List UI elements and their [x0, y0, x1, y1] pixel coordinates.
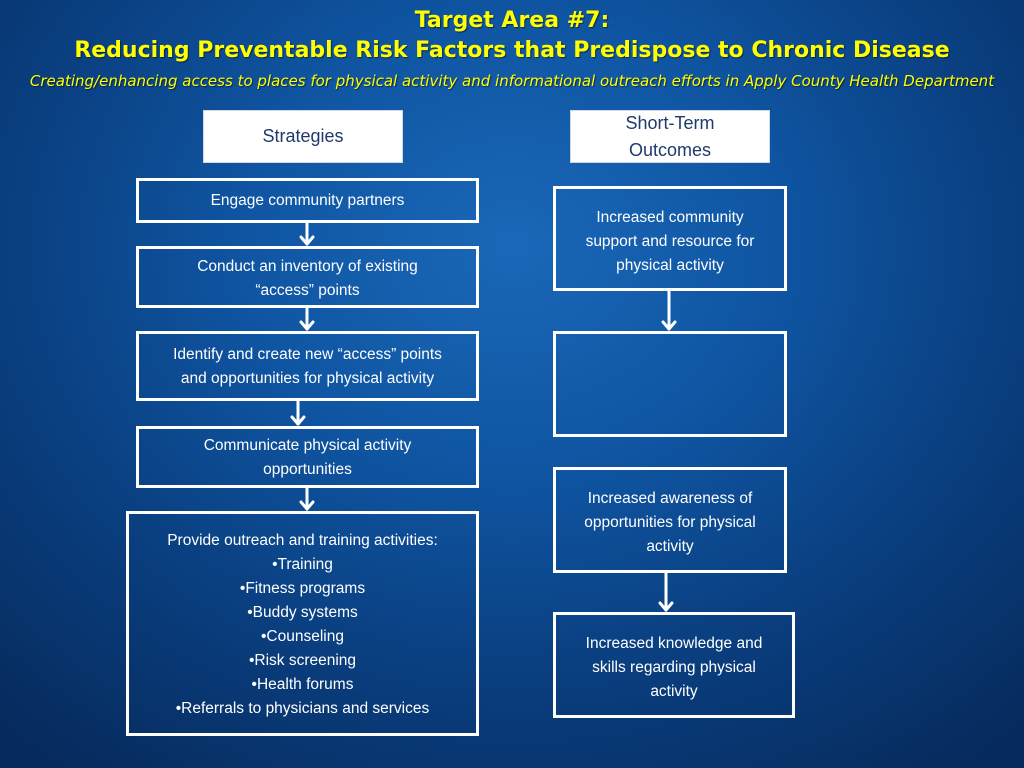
outcome-awareness: Increased awareness of opportunities for…	[553, 467, 787, 573]
outcome-4-line2: skills regarding physical	[592, 659, 756, 676]
outcome-4-line3: activity	[650, 683, 698, 700]
strategy-5-item: •Referrals to physicians and services	[175, 700, 430, 717]
arrow-down-icon	[299, 221, 315, 246]
strategy-4-line2: opportunities	[263, 461, 352, 478]
strategy-3-line2: and opportunities for physical activity	[180, 370, 435, 387]
outcomes-header-line1: Short-Term	[625, 113, 715, 134]
outcome-3-line2: opportunities for physical	[584, 514, 756, 531]
outcome-1-line1: Increased community	[596, 209, 744, 226]
slide-heading: Reducing Preventable Risk Factors that P…	[74, 38, 950, 63]
outcomes-header-line2: Outcomes	[628, 139, 712, 160]
strategy-4-line1: Communicate physical activity	[203, 437, 412, 454]
strategy-5-item: •Buddy systems	[247, 604, 358, 621]
strategy-5-heading: Provide outreach and training activities…	[167, 532, 438, 549]
strategy-2-line2: “access” points	[255, 282, 360, 299]
strategy-5-item: •Fitness programs	[239, 580, 366, 597]
arrow-down-icon	[290, 399, 306, 426]
strategy-outreach-training: Provide outreach and training activities…	[126, 511, 479, 736]
slide-subtitle: Creating/enhancing access to places for …	[29, 72, 995, 90]
slide-title: Target Area #7:	[414, 8, 610, 33]
strategy-3-line1: Identify and create new “access” points	[173, 346, 442, 363]
strategy-1-text: Engage community partners	[210, 192, 405, 209]
strategy-communicate: Communicate physical activity opportunit…	[136, 426, 479, 488]
arrow-down-icon	[658, 571, 674, 612]
outcome-empty-box	[553, 331, 787, 437]
strategy-inventory: Conduct an inventory of existing “access…	[136, 246, 479, 308]
strategy-5-item: •Health forums	[251, 676, 354, 693]
arrow-down-icon	[299, 486, 315, 511]
strategy-engage-partners: Engage community partners	[136, 178, 479, 223]
strategy-identify-create: Identify and create new “access” points …	[136, 331, 479, 401]
outcome-4-line1: Increased knowledge and	[585, 635, 763, 652]
outcome-1-line3: physical activity	[616, 257, 724, 274]
outcome-3-line3: activity	[646, 538, 694, 555]
strategy-5-item: •Training	[272, 556, 333, 573]
outcome-1-line2: support and resource for	[585, 233, 755, 250]
strategies-header-label: Strategies	[262, 126, 344, 147]
strategy-2-line1: Conduct an inventory of existing	[197, 258, 418, 275]
outcome-3-line1: Increased awareness of	[587, 490, 753, 507]
strategy-5-item: •Counseling	[261, 628, 344, 645]
arrow-down-icon	[299, 306, 315, 331]
strategy-5-item: •Risk screening	[248, 652, 357, 669]
strategies-header: Strategies	[203, 110, 403, 163]
outcome-community-support: Increased community support and resource…	[553, 186, 787, 291]
outcomes-header: Short-Term Outcomes	[570, 110, 770, 163]
arrow-down-icon	[661, 289, 677, 331]
outcome-knowledge-skills: Increased knowledge and skills regarding…	[553, 612, 795, 718]
